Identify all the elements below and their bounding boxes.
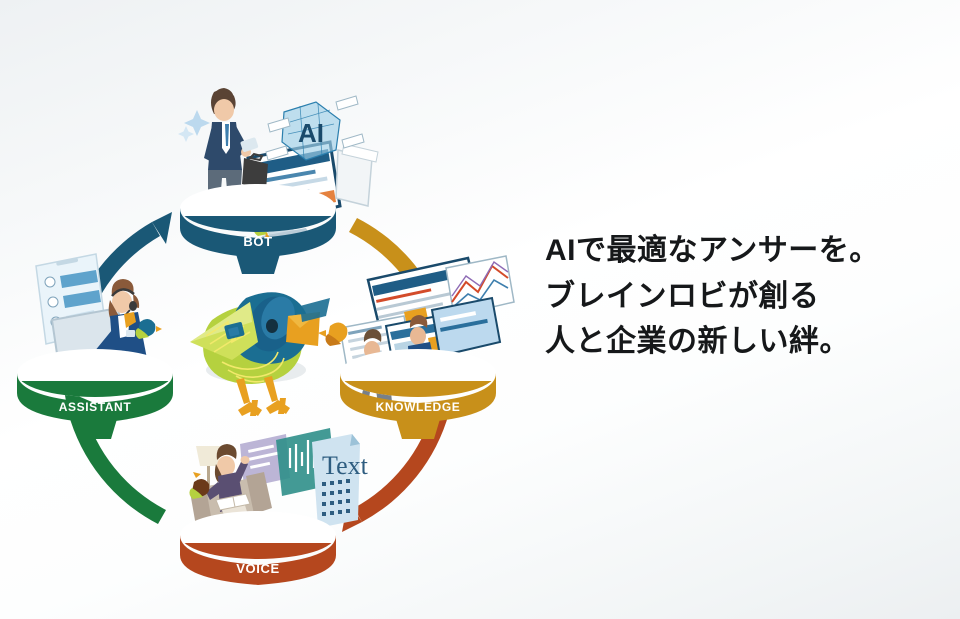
- node-label-knowledge: KNOWLEDGE: [376, 400, 461, 414]
- headline-line-3: 人と企業の新しい絆。: [545, 325, 850, 359]
- ai-cycle-diagram: AI: [0, 30, 520, 600]
- node-knowledge[interactable]: KNOWLEDGE: [318, 255, 515, 439]
- headline-line-1: AIで最適なアンサーを。: [545, 234, 880, 267]
- headline: AIで最適なアンサーを。 ブレインロビが創る 人と企業の新しい絆。: [545, 228, 945, 365]
- node-label-assistant: ASSISTANT: [59, 400, 132, 414]
- node-bot[interactable]: AI: [178, 88, 379, 274]
- node-assistant[interactable]: ASSISTANT: [17, 253, 173, 439]
- headline-line-2: ブレインロビが創る: [545, 279, 820, 313]
- node-label-bot: BOT: [243, 234, 272, 249]
- node-label-voice: VOICE: [236, 561, 279, 576]
- svg-text:Text: Text: [322, 451, 369, 480]
- svg-text:AI: AI: [298, 118, 324, 148]
- node-voice[interactable]: Text: [180, 428, 369, 585]
- brain-robi-mascot: [190, 292, 330, 416]
